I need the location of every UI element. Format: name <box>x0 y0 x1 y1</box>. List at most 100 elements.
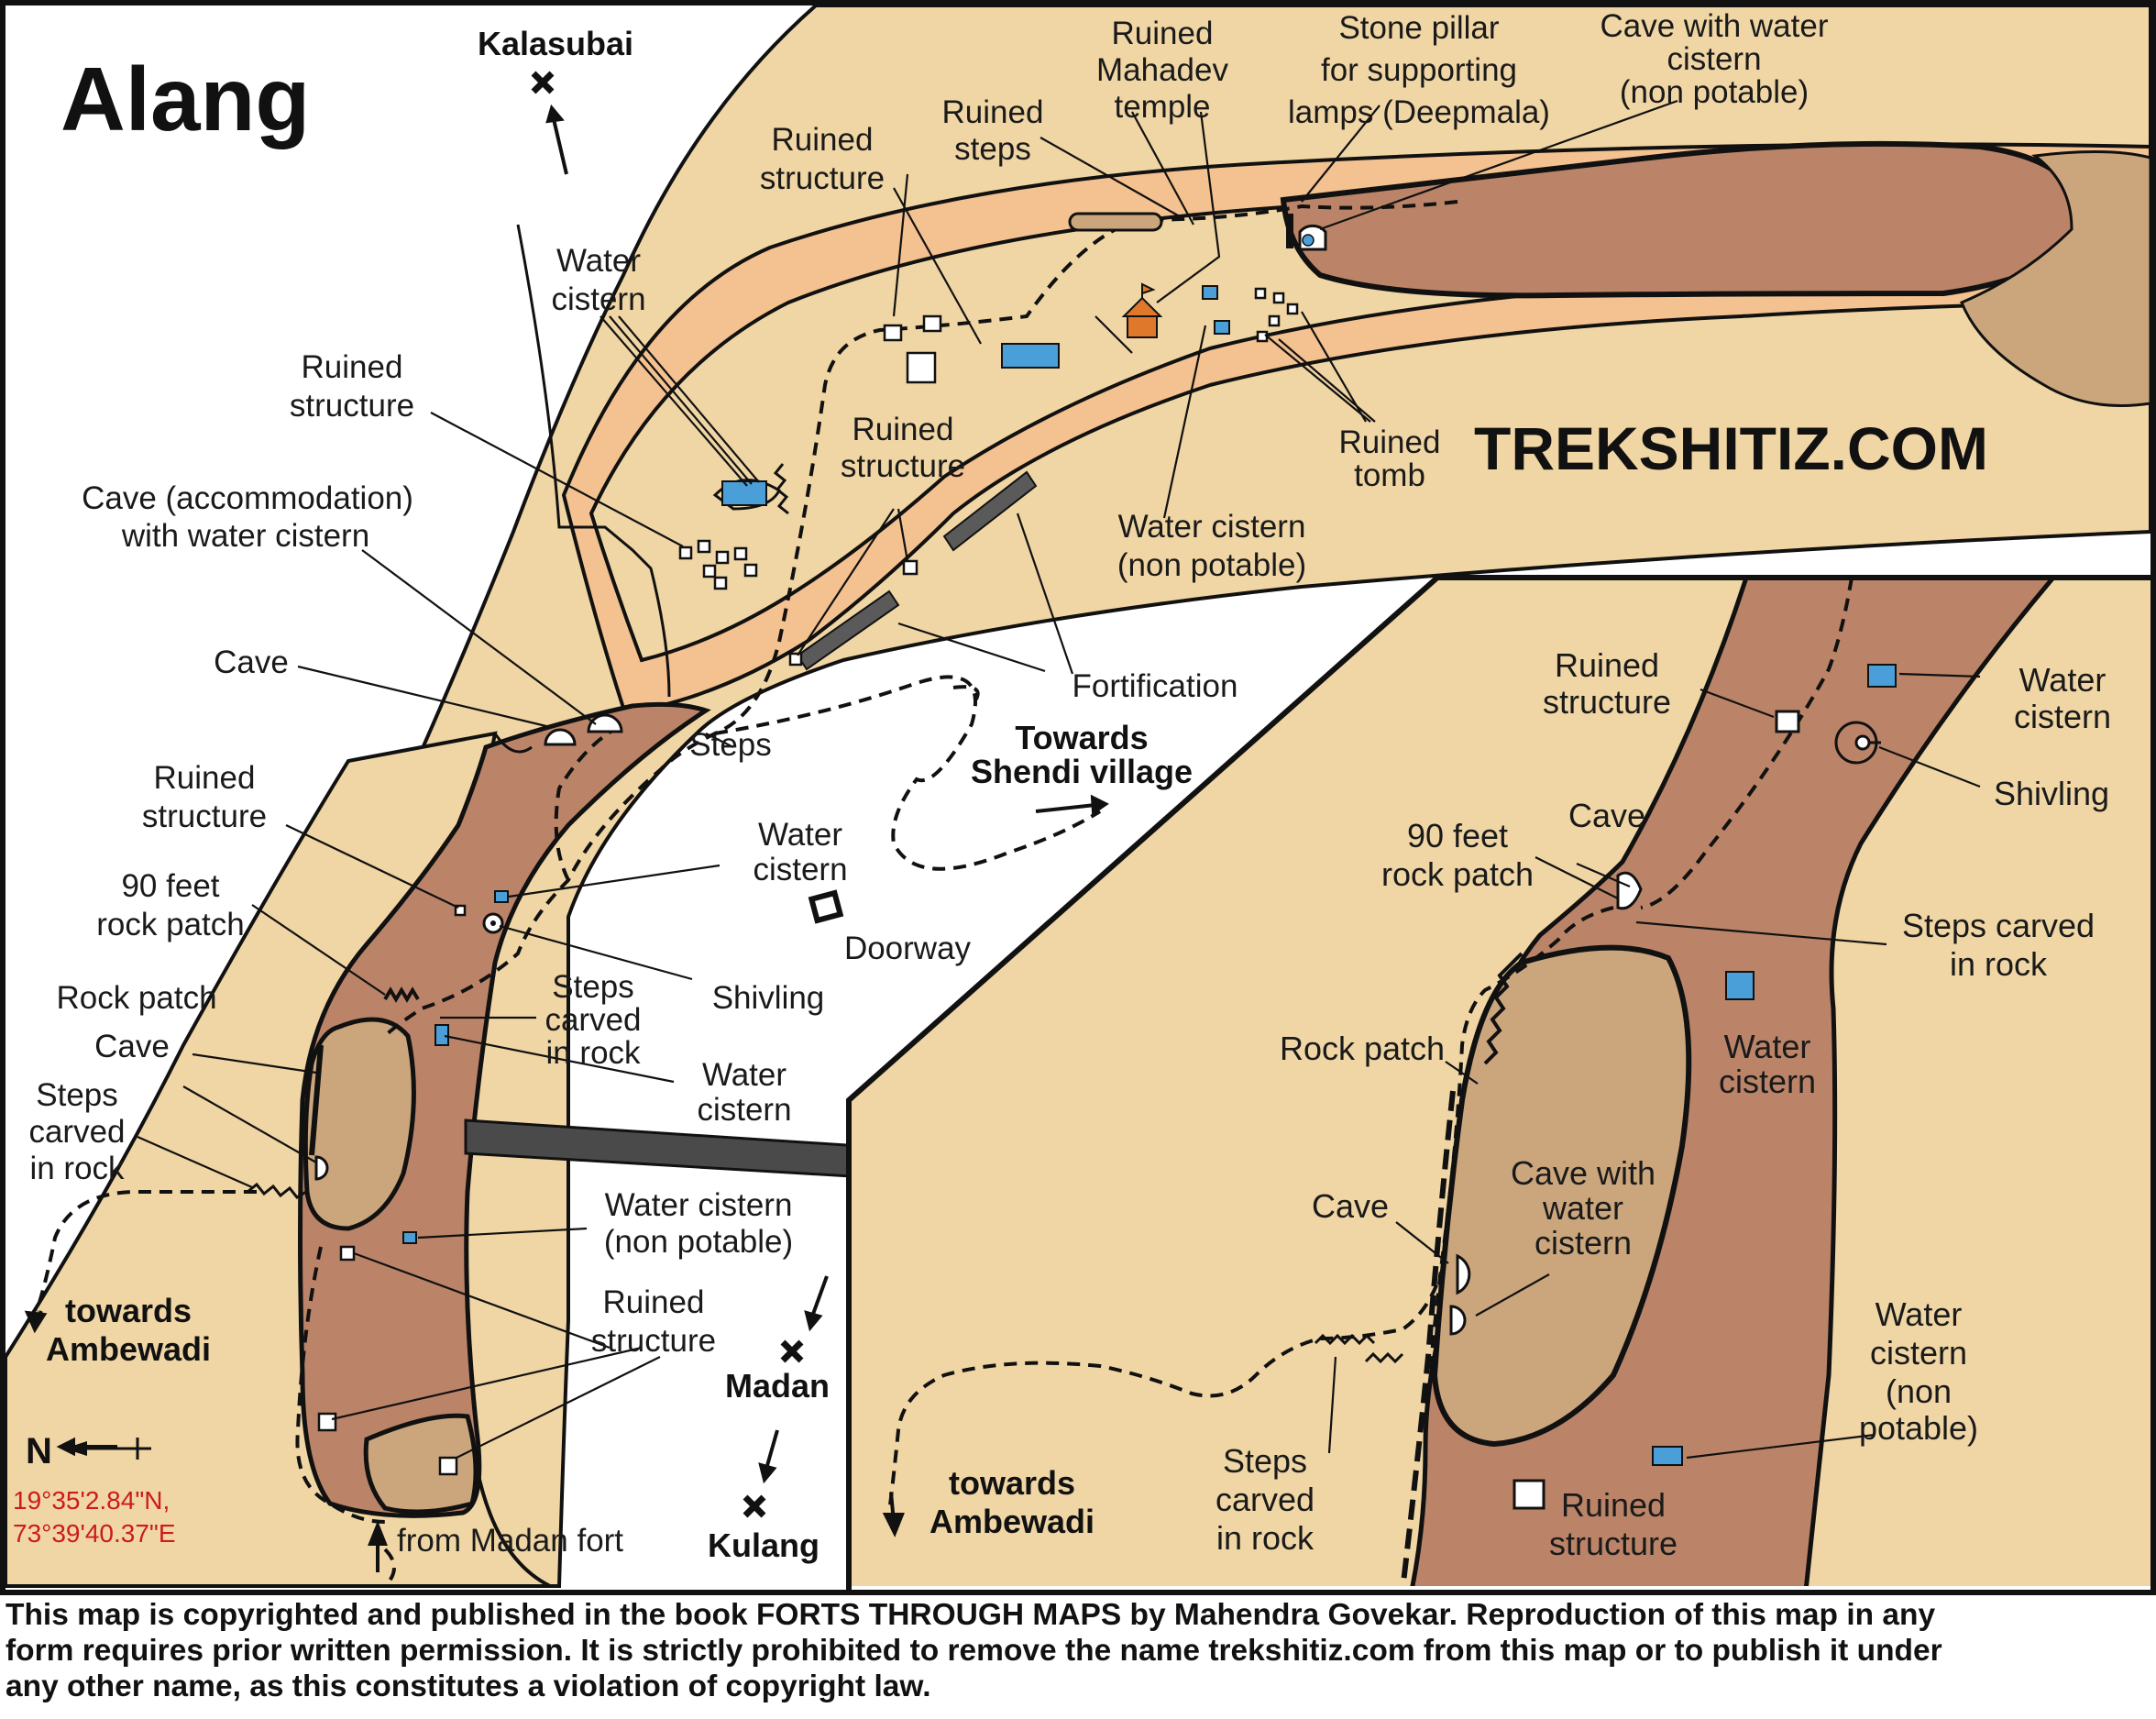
main-map <box>6 6 2150 1588</box>
inset-cave-notch <box>1616 871 1643 910</box>
inset-shivling-icon <box>1834 721 1881 765</box>
cave-water-np-label-2: cistern <box>1666 41 1761 77</box>
copyright-line-2: form requires prior written permission. … <box>6 1634 1942 1668</box>
kulang-label: Kulang <box>708 1526 820 1564</box>
water-cistern-top-label-1: Water <box>556 243 641 279</box>
watermark: TREKSHITIZ.COM <box>1474 414 1988 482</box>
coord-lat: 19°35'2.84"N, <box>13 1486 170 1515</box>
ruined-tomb-label-1: Ruined <box>1339 424 1441 460</box>
fort-map: Alang TREKSHITIZ.COM Kalasubai Madan Kul… <box>0 0 2156 1595</box>
doorway-label: Doorway <box>844 931 972 966</box>
mahadev-temple-icon <box>1121 282 1163 338</box>
mahadev-label-1: Ruined <box>1112 16 1214 51</box>
coord-lon: 73°39'40.37"E <box>13 1519 176 1548</box>
fortification-label: Fortification <box>1072 668 1238 704</box>
inset-steps-carved-b-label-2: carved <box>1216 1481 1314 1518</box>
direction-arrows <box>24 104 1109 1572</box>
water-cistern-np-top-label-1: Water cistern <box>1118 509 1306 545</box>
pillar-label-1: Stone pillar <box>1338 10 1499 46</box>
kalasubai-marker <box>531 71 555 94</box>
inset-cave-with-water-label-3: cistern <box>1534 1224 1632 1262</box>
rock-outcrop <box>302 1017 416 1231</box>
rock-patch-90-left-label-2: rock patch <box>96 907 244 942</box>
inset-cave-b-label: Cave <box>1312 1187 1389 1225</box>
map-title: Alang <box>60 49 310 149</box>
ambewadi-label-2: Ambewadi <box>46 1330 211 1368</box>
inset-ambewadi-label-2: Ambewadi <box>930 1503 1094 1540</box>
cliff-edge-2 <box>493 733 533 754</box>
steps-carved-mid-label-2: carved <box>544 1002 641 1038</box>
shivling-left-label: Shivling <box>712 980 825 1016</box>
copyright-line-3: any other name, as this constitutes a vi… <box>6 1669 931 1703</box>
inset-steps-zigzag <box>1314 1333 1404 1364</box>
inset-frame <box>846 575 2150 1592</box>
map-frame <box>0 0 2156 1595</box>
steps-carved-mid-label-3: in rock <box>545 1035 641 1071</box>
cave-icon-summit <box>1298 224 1327 251</box>
cliff-edge <box>516 224 671 698</box>
inset-rock-patch-label: Rock patch <box>1280 1030 1445 1067</box>
inset-steps-carved-a-label-1: Steps carved <box>1902 907 2095 944</box>
inset-rock <box>1431 944 1692 1448</box>
steps-carved-left-label-1: Steps <box>36 1077 118 1113</box>
inset-water-cistern-np-label-3: (non <box>1886 1372 1952 1410</box>
steps-zigzag <box>247 1182 307 1199</box>
cave-left-label: Cave <box>214 645 289 680</box>
inset-water-cistern-np-label-1: Water <box>1876 1295 1963 1333</box>
rock-patch-zigzag <box>383 986 420 1003</box>
inset-rock-patch-90-label-1: 90 feet <box>1407 817 1508 854</box>
inset-cave-a-label: Cave <box>1568 797 1645 834</box>
steps-carved-mid-label-1: Steps <box>552 969 634 1005</box>
ruined-structure-bottom-label-2: structure <box>591 1323 716 1359</box>
cave-water-np-label-1: Cave with water <box>1600 8 1829 44</box>
main-labels: Ruined steps Ruined Mahadev temple Stone… <box>28 8 1828 1359</box>
copyright-notice: This map is copyrighted and published in… <box>6 1597 2150 1704</box>
water-cistern-np-low-label-2: (non potable) <box>604 1224 793 1260</box>
rock-outcrop-south <box>363 1413 478 1515</box>
ruined-structure-left-label-2: structure <box>290 388 414 424</box>
shendi-label-2: Shendi village <box>971 753 1193 790</box>
steps-mid-label: Steps <box>689 727 772 763</box>
inset-leader-lines <box>1327 672 1981 1460</box>
water-cistern-mid-label-1: Water <box>758 817 842 853</box>
ruined-structure-left-label-1: Ruined <box>302 349 403 385</box>
cave-accommodation-label-1: Cave (accommodation) <box>82 480 413 516</box>
inset-water-cistern-np-label-4: potable) <box>1859 1409 1978 1447</box>
inset-ruined-structure-b-label-2: structure <box>1549 1525 1678 1562</box>
ruined-structure-bottom-label-1: Ruined <box>603 1284 705 1320</box>
pillar-label-2: for supporting <box>1321 52 1517 88</box>
water-cistern-left-low-label-1: Water <box>702 1057 786 1093</box>
inset-cisterns <box>1652 664 1897 1466</box>
cave-accommodation-label-2: with water cistern <box>121 518 369 554</box>
inset-trails <box>887 578 1854 1514</box>
deepmala-pillar-icon <box>1286 214 1293 248</box>
left-steps-line <box>309 1044 324 1156</box>
steps-carved-left-label-3: in rock <box>29 1151 125 1186</box>
inset-cave-with-water-label-2: water <box>1542 1189 1623 1227</box>
madan-label: Madan <box>725 1367 830 1405</box>
water-cistern-np-top-label-2: (non potable) <box>1117 547 1306 583</box>
from-madan-label: from Madan fort <box>397 1523 623 1559</box>
inset-water-cistern-np-label-2: cistern <box>1870 1334 1967 1372</box>
water-cistern-left-low-label-2: cistern <box>697 1092 791 1128</box>
water-cistern-top-label-2: cistern <box>551 281 645 317</box>
inset-ruins <box>1512 710 1800 1510</box>
fortification-walls <box>796 470 1038 671</box>
inset-steps-line <box>1400 1090 1456 1586</box>
spur <box>298 701 711 1518</box>
copyright-line-1: This map is copyrighted and published in… <box>6 1598 1936 1632</box>
kulang-marker <box>742 1494 766 1518</box>
inset-labels: Ruined structure Water cistern Shivling … <box>930 646 2111 1562</box>
water-cistern-np-low-label-1: Water cistern <box>605 1187 793 1223</box>
place-markers <box>531 71 804 1518</box>
inset-ruined-structure-a-label-1: Ruined <box>1555 646 1659 684</box>
inset-cave-with-water-label-1: Cave with <box>1511 1154 1656 1192</box>
cave-cistern-group <box>712 479 781 511</box>
inset-steps-carved-b-label-1: Steps <box>1223 1442 1307 1480</box>
cave-icons-left <box>314 713 623 1181</box>
ambewadi-label-1: towards <box>65 1292 192 1329</box>
inset-ruined-structure-b-label-1: Ruined <box>1561 1486 1666 1524</box>
ruined-structure-mid-label-1: Ruined <box>852 412 954 447</box>
ruined-structure-low-label-2: structure <box>142 799 267 834</box>
kalasubai-label: Kalasubai <box>478 25 633 62</box>
